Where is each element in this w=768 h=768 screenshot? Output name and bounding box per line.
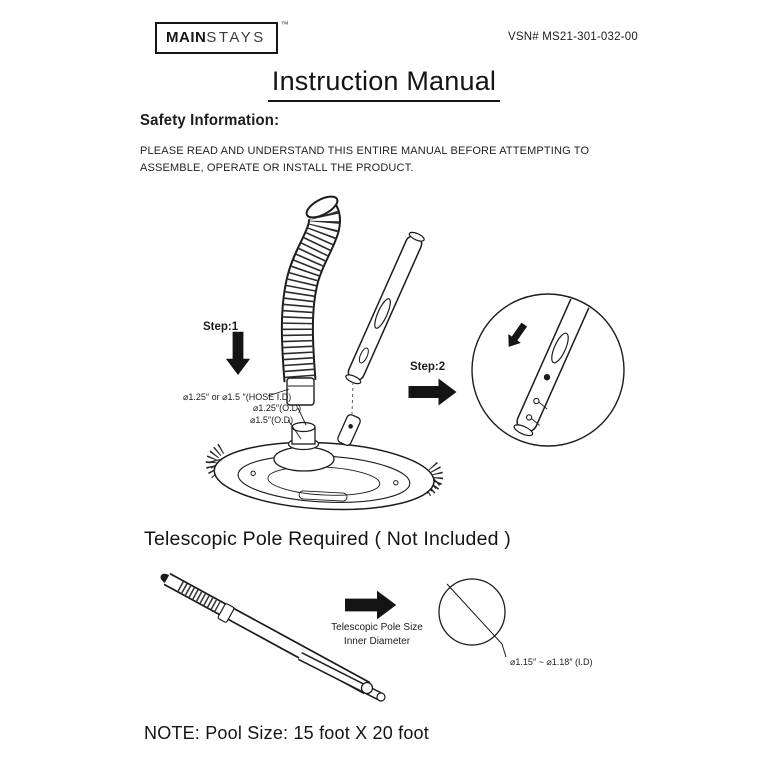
step1-label: Step:1 <box>203 321 239 333</box>
od-label-bottom: ⌀1.5″(O.D) <box>250 415 293 425</box>
pole-size-arrow-icon <box>345 590 397 620</box>
pole-required-heading: Telescopic Pole Required ( Not Included … <box>144 528 511 550</box>
title-wrap: Instruction Manual <box>0 66 768 102</box>
brand-name-light: STAYS <box>206 29 266 46</box>
hose-id-label: ⌀1.25″ or ⌀1.5 ″(HOSE I.D) <box>183 392 291 402</box>
vacuum-hose <box>280 195 341 406</box>
cam-lock-collar <box>217 603 235 623</box>
pole-grip <box>177 581 221 612</box>
inner-diameter-label: ⌀1.15″ ~ ⌀1.18″ (I.D) <box>510 657 593 667</box>
trademark-symbol: ™ <box>280 20 289 29</box>
safety-body: PLEASE READ AND UNDERSTAND THIS ENTIRE M… <box>140 145 590 175</box>
magnified-detail <box>471 293 625 447</box>
pool-size-note: NOTE: Pool Size: 15 foot X 20 foot <box>144 723 429 743</box>
hose-cuff <box>286 377 315 406</box>
pole-socket-stub <box>337 414 361 446</box>
mainstays-logo: MAINSTAYS ™ <box>155 21 289 54</box>
safety-heading: Safety Information: <box>140 112 280 129</box>
step2-arrow-icon <box>408 378 457 406</box>
vsn-number: VSN# MS21-301-032-00 <box>508 31 638 43</box>
press-button-arrow-icon <box>508 322 528 347</box>
page-title: Instruction Manual <box>267 66 501 102</box>
pole-diagram-svg: Telescopic Pole Size Inner Diameter ⌀1.1… <box>160 572 593 702</box>
step1-arrow-icon <box>225 331 251 375</box>
pole-size-label-line2: Inner Diameter <box>344 636 411 647</box>
vacuum-head <box>205 414 444 511</box>
assembly-diagram-svg: Step:1 ⌀1.25″ or ⌀1.5 ″(HOSE I.D) <box>183 195 625 511</box>
telescopic-pole <box>160 572 386 702</box>
head-dome <box>273 446 335 472</box>
step2-label: Step:2 <box>410 361 445 373</box>
diameter-circle: ⌀1.15″ ~ ⌀1.18″ (I.D) <box>438 578 593 667</box>
brand-name-bold: MAIN <box>166 29 207 46</box>
pole-size-label-line1: Telescopic Pole Size <box>331 622 423 633</box>
handle-tube <box>345 231 425 385</box>
od-label-top: ⌀1.25″(O.D) <box>253 403 301 413</box>
